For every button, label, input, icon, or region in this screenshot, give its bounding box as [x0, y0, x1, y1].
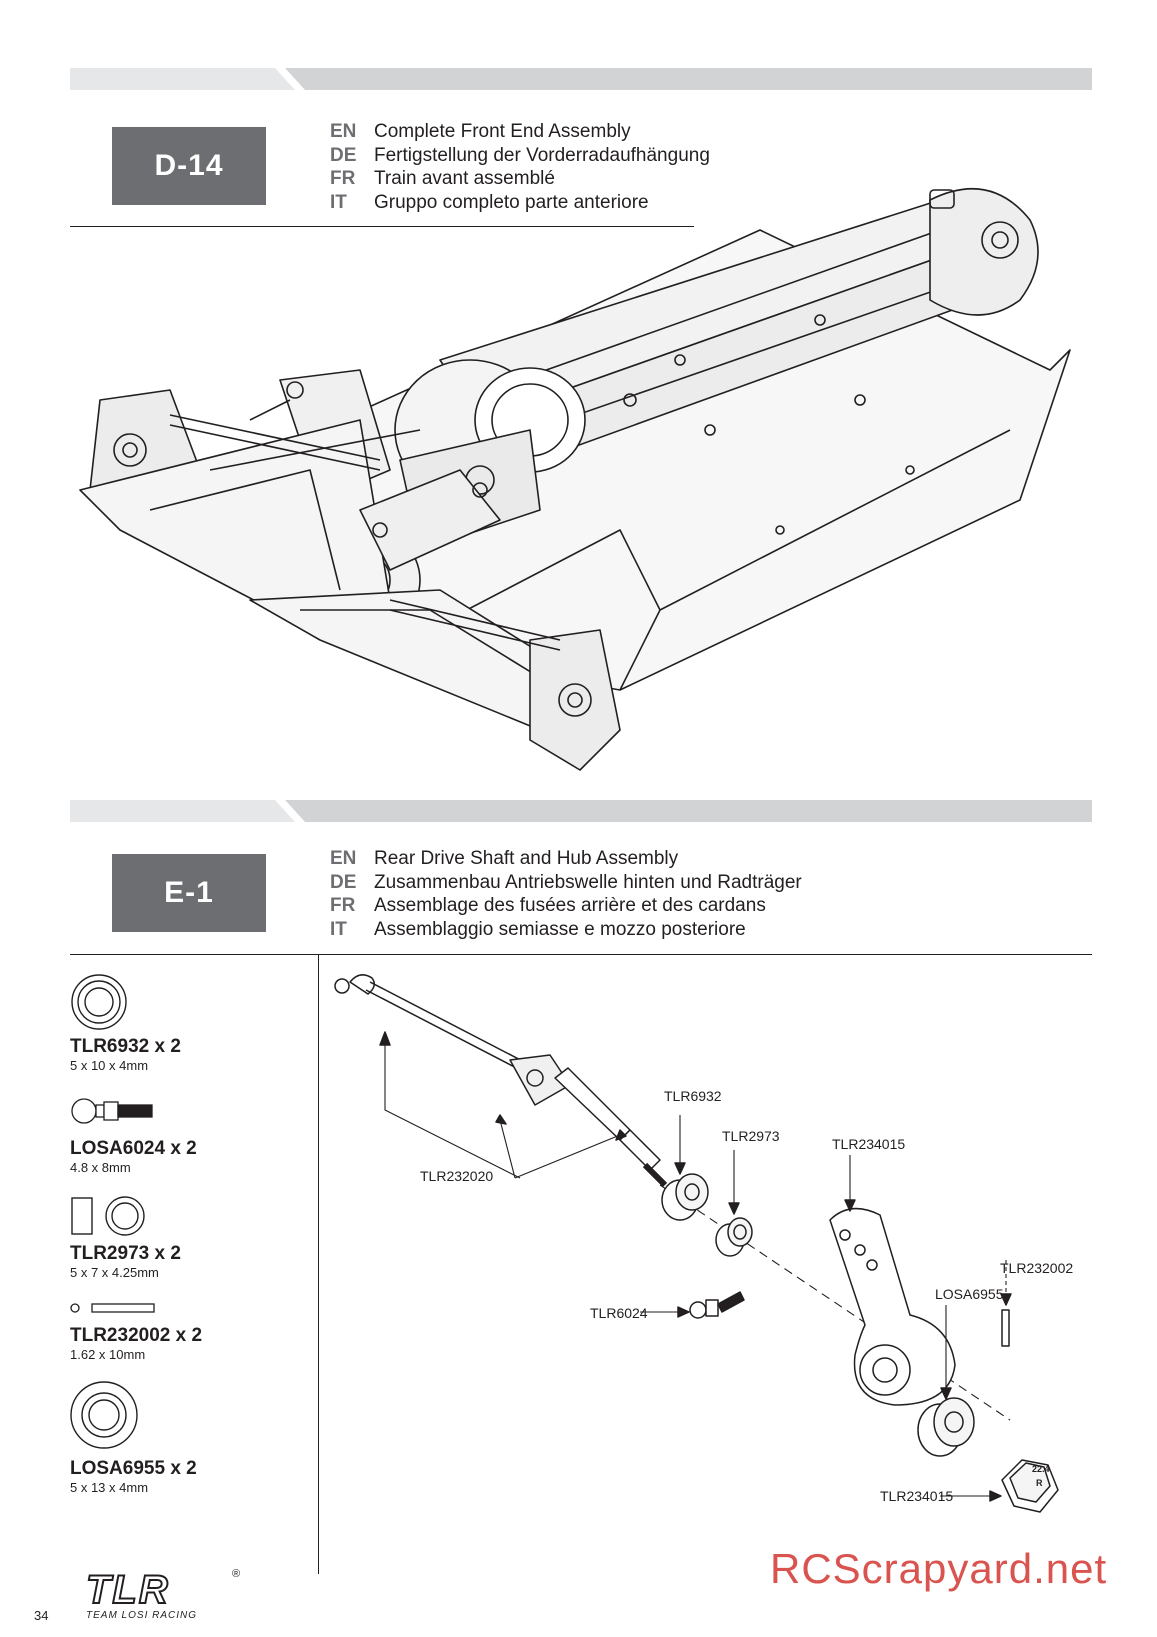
parts-list-item	[70, 1380, 140, 1455]
callout-hub-carrier: TLR234015	[832, 1136, 906, 1152]
part-code: TLR2973 x 2	[70, 1243, 181, 1264]
parts-list-item	[70, 1092, 160, 1135]
part-dimensions: 5 x 13 x 4mm	[70, 1480, 149, 1495]
lang-code: IT	[330, 191, 347, 213]
title-row-de: DE Zusammenbau Antriebswelle hinten und R…	[330, 871, 802, 895]
callout-bearing-small: TLR6932	[664, 1088, 722, 1104]
bearing-icon	[70, 1381, 138, 1449]
ball-stud-icon	[71, 1098, 153, 1124]
title-row-fr: FR Train avant assemblé	[330, 167, 710, 191]
part-dimensions: 5 x 7 x 4.25mm	[70, 1265, 159, 1280]
callout-spacer: TLR2973	[722, 1128, 780, 1144]
lang-code: EN	[330, 121, 357, 142]
title-text: Zusammenbau Antriebswelle hinten und Rad…	[374, 871, 802, 893]
lang-code: DE	[330, 871, 357, 893]
section-header-band	[70, 800, 1092, 822]
title-text: Assemblaggio semiasse e mozzo posteriore	[374, 918, 746, 940]
title-row-fr: FR Assemblage des fusées arrière et des c…	[330, 894, 802, 918]
callout-driveshaft: TLR232020	[420, 1168, 494, 1184]
title-row-it: IT Assemblaggio semiasse e mozzo posterio…	[330, 918, 802, 942]
logo-text: TLR	[85, 1567, 170, 1613]
exploded-assembly-drawing	[320, 960, 1100, 1525]
section-divider	[70, 226, 694, 227]
title-row-de: DE Fertigstellung der Vorderradaufhängung	[330, 144, 710, 168]
part-dimensions: 5 x 10 x 4mm	[70, 1058, 149, 1073]
lang-code: FR	[330, 168, 356, 189]
tlr-logo: TLR ® TEAM LOSI RACING	[84, 1567, 244, 1622]
spacer-icon	[71, 1196, 145, 1236]
parts-list-item	[70, 1194, 150, 1243]
lang-code: DE	[330, 144, 357, 166]
lang-code: IT	[330, 918, 347, 940]
hex-marking: R	[1036, 1478, 1043, 1488]
title-row-en: EN Rear Drive Shaft and Hub Assembly	[330, 847, 802, 871]
section-divider	[70, 954, 1092, 955]
logo-registered: ®	[232, 1568, 241, 1580]
section-header-band	[70, 68, 1092, 90]
step-number-box: D-14	[112, 127, 266, 205]
parts-list-item	[70, 1300, 160, 1321]
title-text: Fertigstellung der Vorderradaufhängung	[374, 144, 710, 166]
hex-marking: 22.4	[1032, 1464, 1050, 1474]
lang-code: FR	[330, 895, 356, 916]
part-dimensions: 1.62 x 10mm	[70, 1347, 146, 1362]
title-row-en: EN Complete Front End Assembly	[330, 120, 710, 144]
bearing-icon	[71, 974, 127, 1030]
title-text: Rear Drive Shaft and Hub Assembly	[374, 848, 679, 869]
page-number: 34	[34, 1608, 49, 1623]
parts-column-divider	[318, 954, 319, 1574]
step-title-block: EN Complete Front End Assembly DE Fertigst…	[330, 120, 710, 214]
callout-pin: TLR232002	[1000, 1260, 1074, 1276]
callout-bearing-large: LOSA6955	[935, 1286, 1004, 1302]
pin-icon	[70, 1303, 155, 1313]
watermark: RCScrapyard.net	[770, 1545, 1108, 1592]
step-number: E-1	[164, 876, 214, 909]
title-text: Assemblage des fusées arrière et des car…	[374, 895, 766, 916]
callout-hex: TLR234015	[880, 1488, 954, 1504]
title-text: Complete Front End Assembly	[374, 121, 631, 142]
step-title-block: EN Rear Drive Shaft and Hub Assembly DE Zu…	[330, 847, 802, 941]
callout-ball-stud: TLR6024	[590, 1305, 648, 1321]
lang-code: EN	[330, 848, 357, 869]
part-code: TLR6932 x 2	[70, 1036, 181, 1057]
title-text: Train avant assemblé	[374, 168, 555, 189]
title-row-it: IT Gruppo completo parte anteriore	[330, 191, 710, 215]
part-code: LOSA6024 x 2	[70, 1138, 197, 1159]
part-code: LOSA6955 x 2	[70, 1458, 197, 1479]
title-text: Gruppo completo parte anteriore	[374, 191, 649, 213]
chassis-assembly-drawing	[60, 170, 1090, 815]
part-dimensions: 4.8 x 8mm	[70, 1160, 131, 1175]
part-code: TLR232002 x 2	[70, 1325, 203, 1346]
parts-list-item	[70, 972, 130, 1037]
logo-subtext: TEAM LOSI RACING	[86, 1610, 198, 1621]
step-number-box: E-1	[112, 854, 266, 932]
step-number: D-14	[154, 149, 224, 182]
